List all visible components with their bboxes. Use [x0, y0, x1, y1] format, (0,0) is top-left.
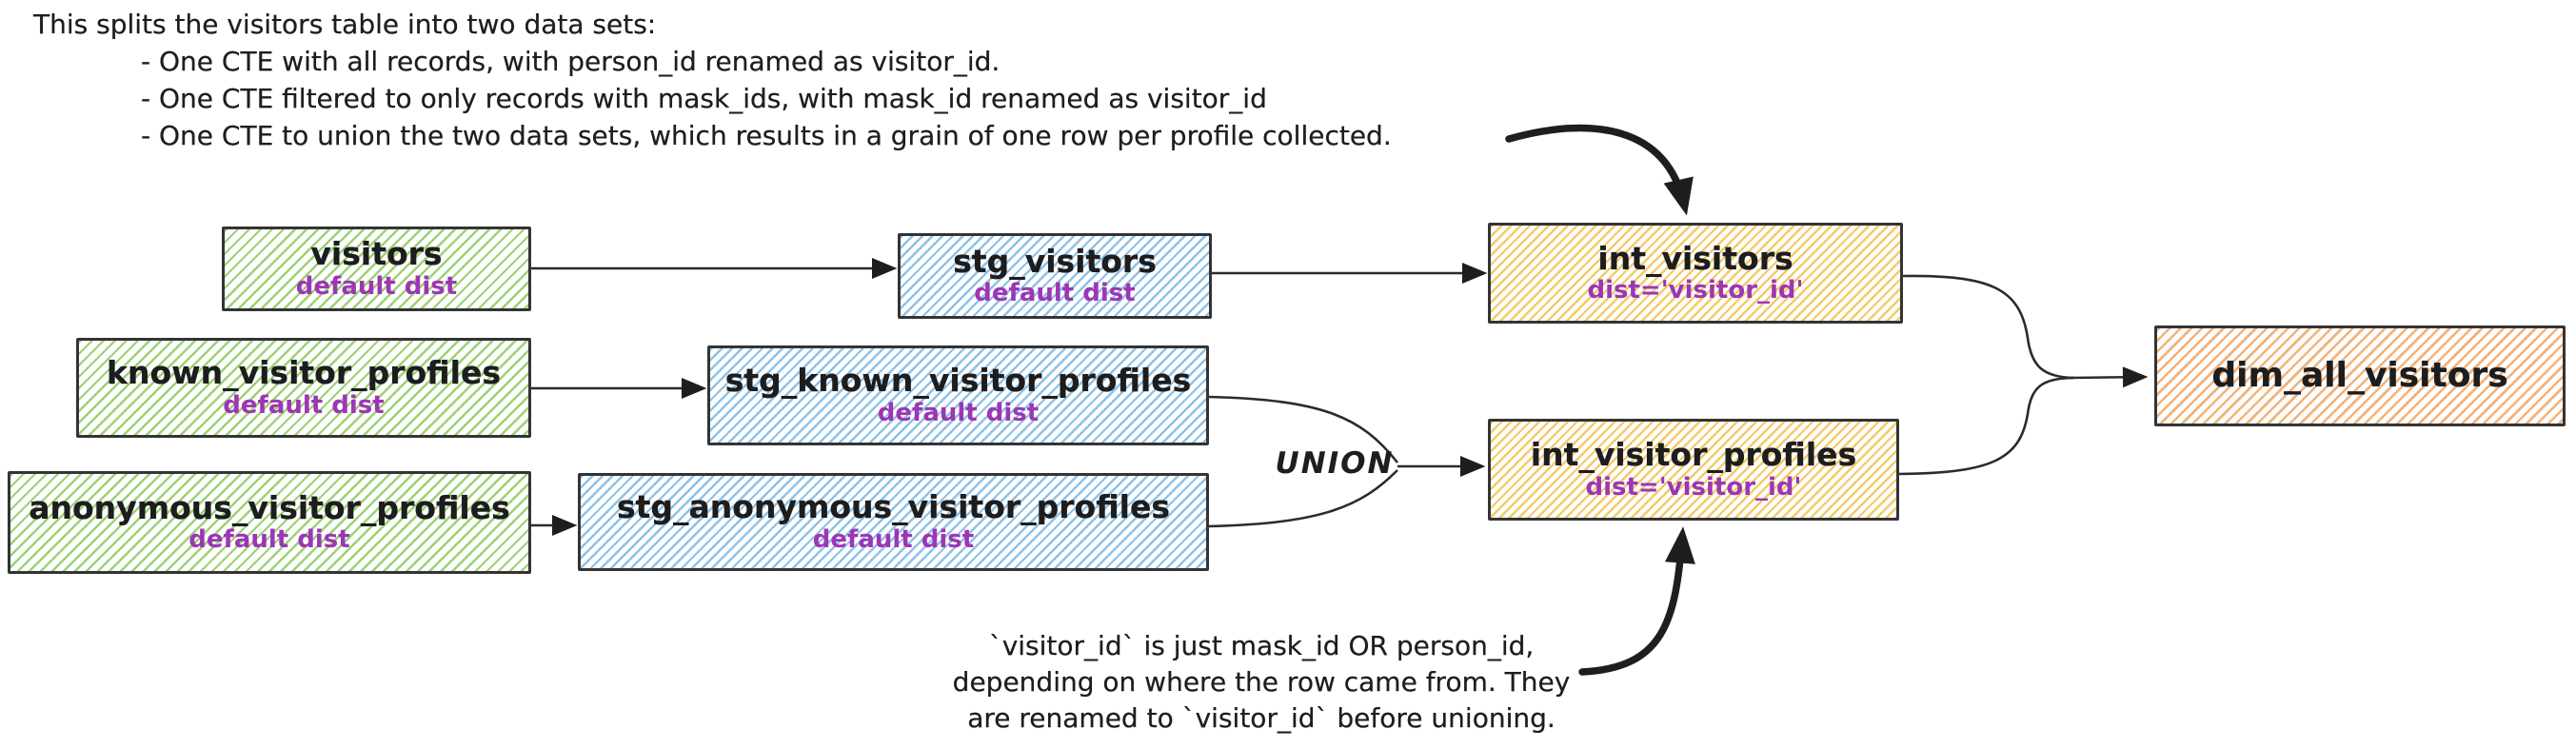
arrow-top-note-to-int_visitors[interactable]	[1505, 124, 1694, 216]
node-title: int_visitors	[1597, 239, 1793, 277]
node-subtitle: dist='visitor_id'	[1585, 472, 1802, 502]
top-annotation-line: This splits the visitors table into two …	[33, 9, 657, 40]
top-annotation-line: - One CTE filtered to only records with …	[141, 83, 1267, 114]
bottom-annotation-line: `visitor_id` is just mask_id OR person_i…	[988, 630, 1535, 661]
node-title: visitors	[310, 235, 443, 273]
node-subtitle: default dist	[188, 525, 350, 555]
node-title: stg_anonymous_visitor_profiles	[616, 488, 1171, 526]
node-title: dim_all_visitors	[2211, 356, 2508, 396]
node-title: int_visitor_profiles	[1530, 436, 1857, 474]
arrow-bottom-note-to-int_visitor_profiles[interactable]	[1578, 526, 1695, 676]
node-subtitle: default dist	[223, 390, 385, 420]
union-label[interactable]: UNION	[1275, 446, 1395, 481]
bottom-annotation[interactable]: `visitor_id` is just mask_id OR person_i…	[938, 628, 1585, 737]
bottom-annotation-line: depending on where the row came from. Th…	[952, 666, 1571, 698]
node-title: stg_visitors	[953, 242, 1157, 280]
edge-int_visitors-merge[interactable]	[1902, 274, 2074, 380]
node-subtitle: default dist	[877, 398, 1040, 427]
node-title: stg_known_visitor_profiles	[724, 362, 1192, 400]
node-subtitle: default dist	[812, 524, 975, 554]
node-title: known_visitor_profiles	[107, 354, 501, 392]
node-subtitle: default dist	[295, 271, 458, 301]
top-annotation-line: - One CTE to union the two data sets, wh…	[141, 120, 1392, 151]
top-annotation[interactable]: This splits the visitors table into two …	[33, 6, 1392, 154]
edge-stg_anonymous-fork[interactable]	[1208, 469, 1398, 528]
edge-merge-to-dim_all_visitors[interactable]	[2070, 366, 2149, 388]
edge-stg_known-fork[interactable]	[1208, 395, 1399, 463]
node-title: anonymous_visitor_profiles	[29, 488, 510, 526]
node-subtitle: dist='visitor_id'	[1587, 276, 1804, 306]
node-dim_all_visitors[interactable]: dim_all_visitors	[2154, 325, 2566, 426]
bottom-annotation-line: are renamed to `visitor_id` before union…	[967, 702, 1556, 734]
edge-int_visitor_profiles-merge[interactable]	[1898, 376, 2074, 476]
top-annotation-line: - One CTE with all records, with person_…	[141, 46, 1001, 77]
node-subtitle: default dist	[974, 279, 1136, 308]
